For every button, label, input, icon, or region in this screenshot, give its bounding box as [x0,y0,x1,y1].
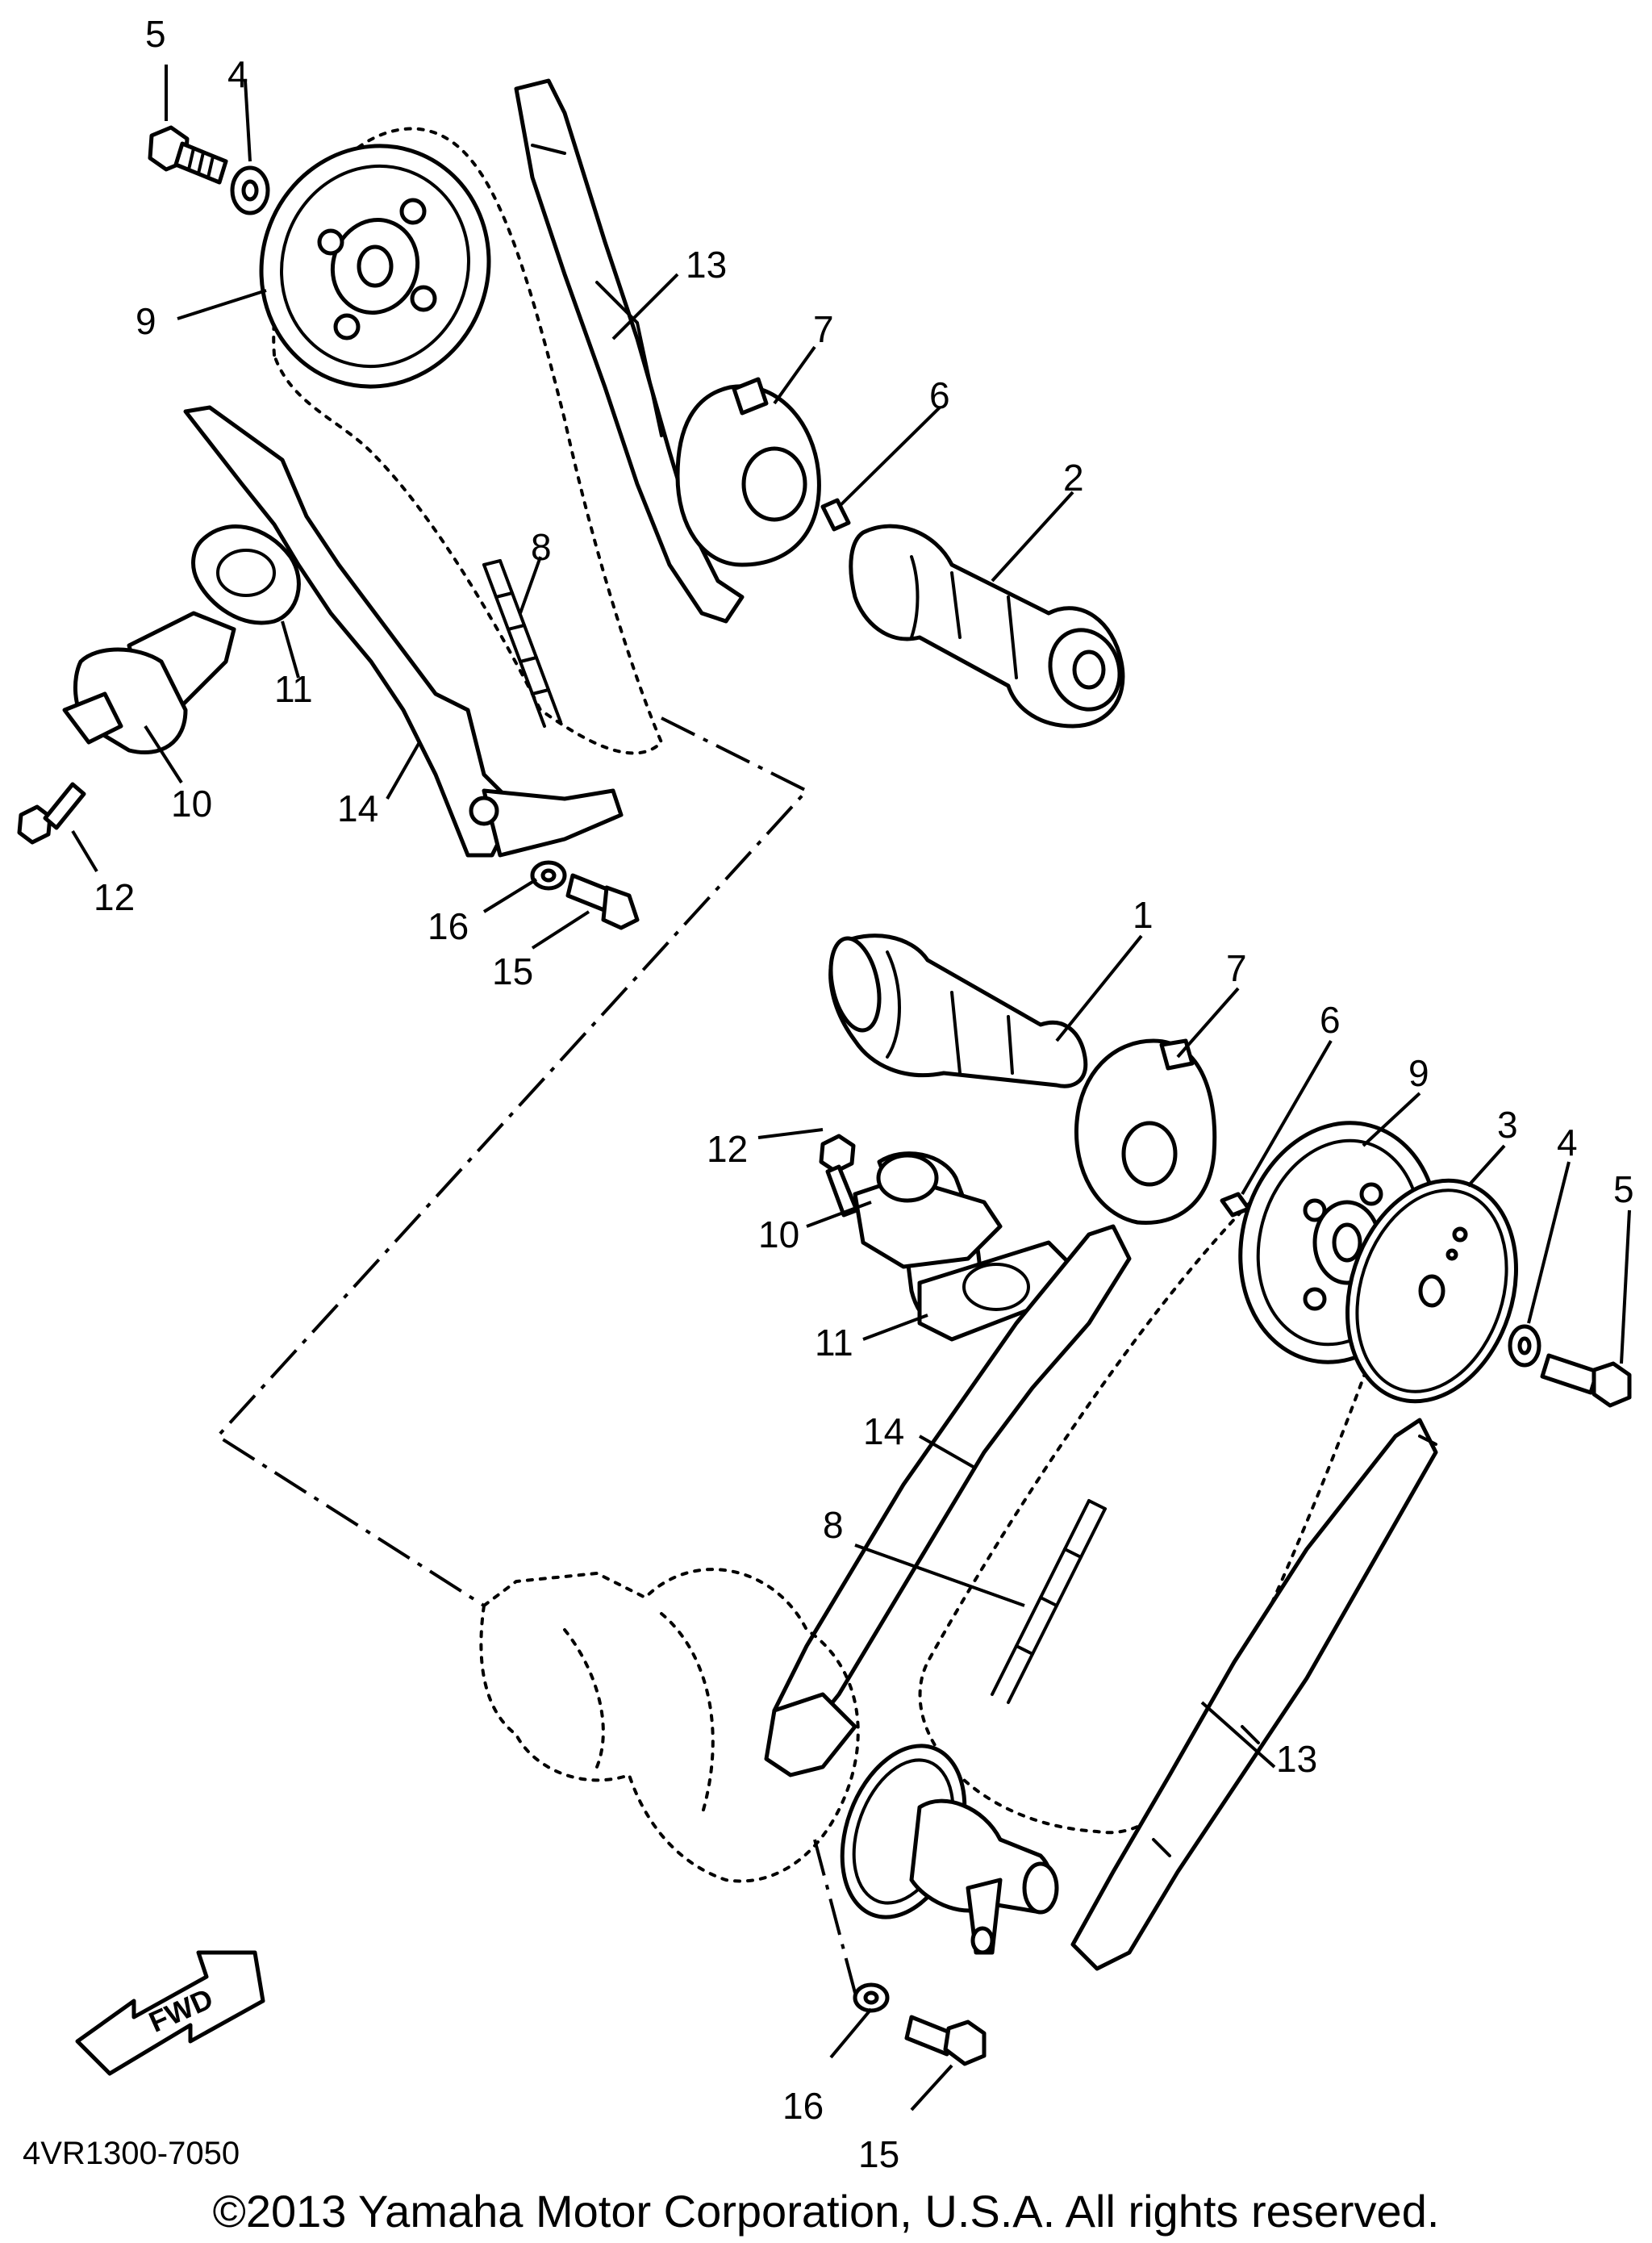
callout-leaders [71,65,1631,2111]
lower-chain-links [991,1499,1107,1704]
callout-1-lower: 1 [1133,894,1153,936]
lower-pin [1220,1192,1251,1218]
callout-7-upper: 7 [813,308,834,350]
lower-callout-labels: 1 7 6 9 3 4 5 12 10 11 14 8 13 16 15 [707,894,1634,2175]
crankshaft [479,1568,860,1883]
callout-2-upper: 2 [1063,457,1084,499]
crank-shaft-end [909,1798,1059,1955]
upper-guide-washer [530,860,567,891]
upper-cam-sprocket [259,144,491,389]
upper-camshaft [849,524,1125,729]
callout-16-lower: 16 [782,2085,824,2127]
upper-washer [230,165,270,215]
upper-bolt [148,125,228,185]
upper-assembly [17,78,1125,930]
part-code: 4VR1300-7050 [23,2136,240,2171]
callout-5-lower: 5 [1613,1168,1634,1210]
callout-4-lower: 4 [1557,1122,1578,1163]
upper-tensioner-guide [514,78,745,624]
callout-14-lower: 14 [863,1410,904,1452]
callout-10-lower: 10 [758,1213,799,1255]
lower-assembly [479,934,1632,2066]
callout-9-upper: 9 [136,300,156,342]
callout-12-lower: 12 [707,1128,748,1170]
callout-10-upper: 10 [171,783,212,825]
lower-spacer [1074,1038,1217,1226]
fwd-arrow: FWD [75,1950,265,2076]
callout-15-lower: 15 [858,2133,899,2175]
lower-chain-guide [772,1224,1132,1737]
lower-bolt [1540,1353,1632,1408]
callout-13-lower: 13 [1276,1738,1317,1780]
callout-11-lower: 11 [815,1322,853,1364]
lower-decompression-plate [1345,1178,1518,1404]
upper-guide-bolt [565,873,640,930]
lower-camshaft [828,934,1088,1088]
callout-16-upper: 16 [428,905,469,947]
copyright-notice: ©2013 Yamaha Motor Corporation, U.S.A. A… [213,2186,1440,2237]
lower-tensioner-guide [1070,1418,1438,1971]
upper-tensioner-bolt [17,782,86,845]
lower-washer [1508,1324,1541,1368]
upper-tensioner [62,611,236,755]
callout-8-upper: 8 [531,526,552,568]
callout-8-lower: 8 [823,1504,844,1546]
callout-9-lower: 9 [1408,1052,1429,1094]
callout-12-upper: 12 [94,876,135,918]
callout-6-lower: 6 [1320,999,1341,1041]
callout-15-upper: 15 [492,950,533,992]
upper-chain-links [482,559,562,728]
callout-6-upper: 6 [929,374,950,416]
assembly-reference-lines [215,716,857,1994]
upper-chain-guide [183,405,519,858]
callout-11-upper: 11 [274,668,313,710]
callout-14-upper: 14 [337,787,378,829]
upper-chain-loop [272,127,664,755]
lower-tensioner-bolt [819,1134,859,1218]
callout-3-lower: 3 [1497,1104,1518,1146]
callout-13-upper: 13 [686,244,727,286]
lower-guide-bolt [904,2015,987,2066]
upper-spacer [675,377,821,567]
upper-pin [820,498,851,532]
upper-gasket [191,524,301,625]
callout-7-lower: 7 [1226,947,1247,989]
lower-guide-washer [853,1982,890,2013]
callout-5-upper: 5 [145,13,166,55]
upper-callout-labels: 5 4 9 13 7 6 2 8 11 10 14 12 16 15 [94,13,1084,992]
callout-4-upper: 4 [227,53,248,95]
